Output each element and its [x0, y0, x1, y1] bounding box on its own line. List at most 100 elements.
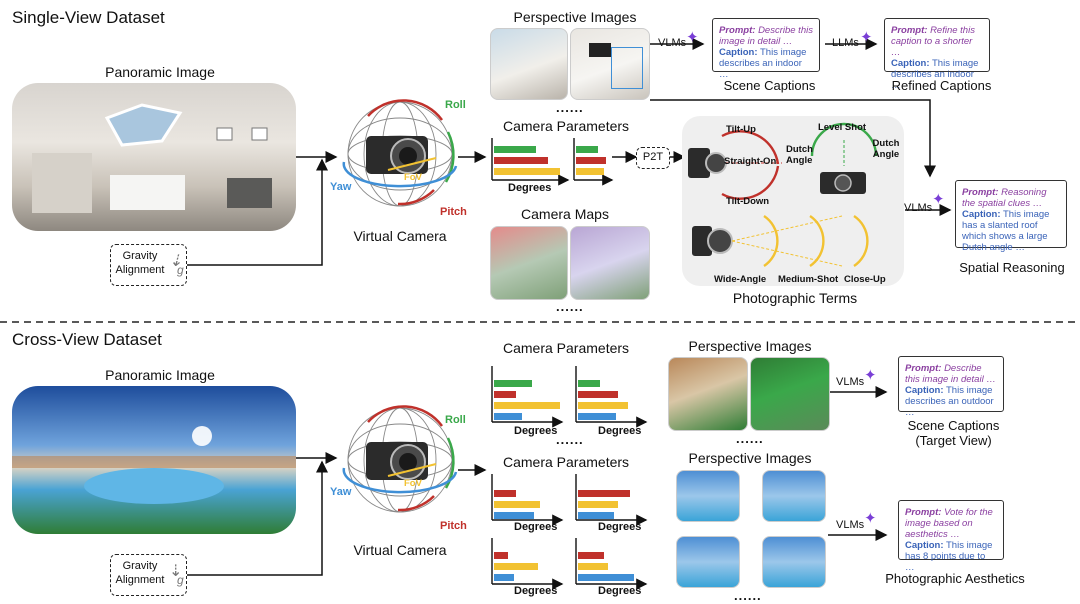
dots-3: ...... [556, 432, 584, 447]
refined-captions-label: Refined Captions [891, 78, 992, 93]
degrees-label-6: Degrees [514, 585, 558, 597]
degrees-label-5: Degrees [598, 521, 642, 533]
degrees-label-2: Degrees [514, 425, 558, 437]
pitch-label-2: Pitch [440, 520, 467, 532]
scroll-prompt-text: Refine this caption to a shorter … [891, 25, 975, 58]
scroll-prompt-key: Prompt: [905, 363, 942, 374]
gravity-line2: Alignment [115, 264, 165, 276]
term-close-up: Close-Up [844, 274, 886, 285]
scroll-prompt-text: Describe this image in detail … [719, 25, 813, 47]
pool-scene-sketch [12, 426, 296, 504]
fov-label: FoV [404, 172, 422, 183]
scroll-caption-key: Caption: [719, 47, 758, 58]
perspective-image-2 [570, 28, 650, 100]
dots-4: ...... [736, 431, 764, 446]
arrow-images-to-reasoning [650, 99, 936, 178]
bar-red-2 [576, 157, 606, 164]
scroll-prompt-key: Prompt: [962, 187, 999, 198]
cross-image-1 [668, 357, 748, 431]
bar-green-1 [494, 146, 536, 153]
yaw-label: Yaw [330, 181, 352, 193]
scroll-prompt-key: Prompt: [891, 25, 928, 36]
scroll-prompt-text: Describe this image in detail … [905, 363, 996, 385]
scroll-caption-key: Caption: [891, 58, 930, 69]
camera-map-2 [570, 226, 650, 300]
vlms-label-3: VLMs [836, 376, 865, 388]
perspective-images-label-2: Perspective Images [688, 338, 812, 354]
photographic-aesthetics-label: Photographic Aesthetics [885, 571, 1025, 586]
term-dutch-angle-right: Dutch Angle [872, 138, 900, 160]
scroll-caption-text: This image describes an outdoor … [905, 385, 994, 418]
spatial-reasoning-label: Spatial Reasoning [959, 260, 1065, 275]
term-tilt-down: Tilt-Down [726, 196, 770, 207]
cross-image-3 [676, 470, 740, 522]
scene-caption-scroll: Prompt: Describe this image in detail … … [712, 18, 820, 80]
bar-yellow-1 [494, 168, 560, 175]
scroll-prompt-text: Reasoning the spatial clues … [962, 187, 1047, 209]
camera-parameter-bars-3 [491, 474, 648, 590]
scroll-caption-text: This image describes an indoor … [719, 47, 807, 80]
arrow-gravity-to-camera-2 [185, 460, 328, 576]
llm-logo-icon: ✦ [860, 29, 873, 46]
scroll-caption-text: This image has a slanted roof which show… [962, 209, 1050, 253]
photographic-terms-label: Photographic Terms [732, 290, 858, 306]
term-straight-on: Straight-On [724, 156, 777, 167]
vlm-logo-icon-2: ✦ [932, 191, 945, 208]
panoramic-image-indoor [12, 83, 296, 231]
gravity-line1: Gravity [122, 250, 158, 262]
vlms-label-2: VLMs [904, 202, 933, 214]
gravity-plumb-icon: ⇣ [169, 253, 183, 270]
bar-red-1 [494, 157, 548, 164]
virtual-camera-globe [342, 99, 458, 207]
fov-label-2: FoV [404, 478, 422, 489]
term-level-shot: Level Shot [818, 122, 867, 133]
panoramic-label: Panoramic Image [105, 64, 215, 80]
camera-parameter-bars-2 [491, 366, 648, 428]
gravity-plumb-icon: ⇣ [169, 563, 183, 580]
virtual-camera-globe-2 [342, 405, 458, 513]
llms-label: LLMs [832, 37, 859, 49]
section-title-single: Single-View Dataset [12, 8, 165, 27]
gravity-alignment-box-2: Gravity Alignment ⇣ g [110, 554, 187, 596]
camera-parameters-label-3: Camera Parameters [503, 454, 630, 470]
term-tilt-up: Tilt-Up [726, 124, 756, 135]
dots-1: ...... [556, 100, 584, 115]
yaw-label-2: Yaw [330, 486, 352, 498]
scene-captions-label-2: Scene Captions [907, 418, 1000, 433]
vlms-label-1: VLMs [658, 37, 687, 49]
photographic-terms-diagram [688, 122, 878, 267]
panoramic-image-outdoor [12, 386, 296, 534]
p2t-box: P2T [636, 147, 670, 169]
degrees-label-3: Degrees [598, 425, 642, 437]
bar-green-2 [576, 146, 598, 153]
cross-image-5 [676, 536, 740, 588]
cross-image-6 [762, 536, 826, 588]
vlm-logo-icon: ✦ [686, 29, 699, 46]
pitch-label: Pitch [440, 206, 467, 218]
dots-5: ...... [734, 588, 762, 603]
camera-parameter-bars [491, 138, 614, 186]
camera-map-1 [490, 226, 568, 300]
cross-image-2 [750, 357, 830, 431]
perspective-images-label-3: Perspective Images [688, 450, 812, 466]
scroll-caption-key: Caption: [962, 209, 1001, 220]
term-medium-shot: Medium-Shot [778, 274, 839, 285]
dots-2: ...... [556, 299, 584, 314]
camera-maps-label: Camera Maps [521, 206, 609, 222]
vlm-logo-icon-4: ✦ [864, 510, 877, 527]
perspective-images-label: Perspective Images [513, 9, 637, 25]
refined-caption-scroll: Prompt: Refine this caption to a shorter… [884, 18, 990, 91]
scroll-prompt-key: Prompt: [905, 507, 942, 518]
scroll-caption-text: This image describes an indoor … [891, 58, 979, 91]
aesthetics-scroll: Prompt: Vote for the image based on aest… [898, 500, 1004, 573]
scroll-caption-key: Caption: [905, 385, 944, 396]
gravity-symbol: g [177, 573, 184, 587]
indoor-scene-sketch [32, 103, 272, 213]
perspective-image-1 [490, 28, 568, 100]
arrow-gravity-to-camera [185, 158, 328, 266]
degrees-label-1: Degrees [508, 182, 552, 194]
scroll-caption-key: Caption: [905, 540, 944, 551]
p2t-label: P2T [642, 151, 664, 163]
scroll-caption-text: This image has 8 points due to … [905, 540, 993, 573]
